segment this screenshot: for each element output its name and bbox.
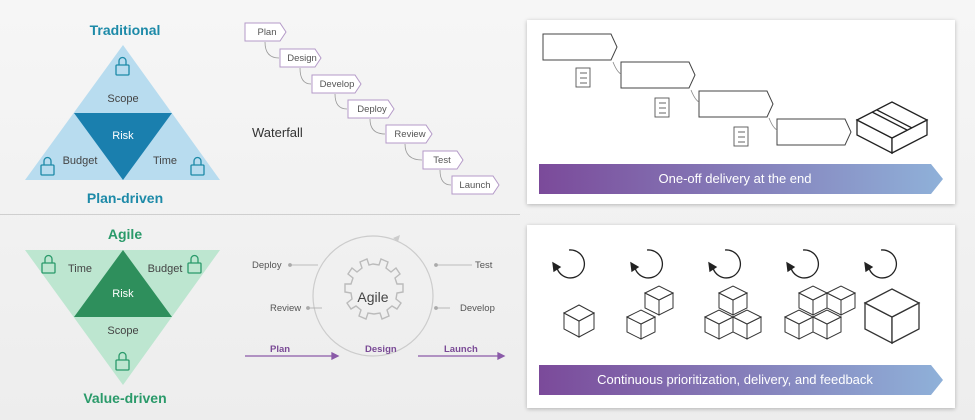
lock-icon-top bbox=[115, 56, 130, 76]
step-review: Review bbox=[394, 129, 426, 140]
iteration-illustration bbox=[552, 249, 921, 345]
waterfall-diagram bbox=[244, 22, 500, 195]
banner-shape bbox=[539, 164, 943, 194]
design-label: Design bbox=[365, 344, 397, 355]
one-off-delivery-banner: One-off delivery at the end bbox=[658, 171, 812, 186]
traditional-title: Traditional bbox=[89, 22, 161, 38]
waterfall-label: Waterfall bbox=[252, 125, 303, 140]
time-label: Time bbox=[152, 155, 178, 167]
traditional-triangle bbox=[25, 45, 220, 180]
risk-label: Risk bbox=[112, 288, 134, 300]
lock-icon-right bbox=[187, 254, 202, 274]
time-label: Time bbox=[67, 263, 93, 275]
agile-title: Agile bbox=[107, 226, 143, 242]
one-off-delivery-panel: One-off delivery at the end bbox=[527, 20, 955, 204]
deploy-label: Deploy bbox=[252, 260, 282, 271]
test-label: Test bbox=[475, 260, 493, 271]
launch-label: Launch bbox=[444, 344, 478, 355]
develop-label: Develop bbox=[460, 303, 495, 314]
budget-label: Budget bbox=[147, 263, 183, 275]
agile-cycle-diagram bbox=[245, 235, 506, 360]
lock-icon-right bbox=[190, 156, 205, 176]
cycle-arrow-icon bbox=[552, 249, 898, 279]
review-label: Review bbox=[270, 303, 302, 314]
value-driven-label: Value-driven bbox=[83, 390, 167, 406]
plan-label: Plan bbox=[270, 344, 291, 355]
agile-triangle bbox=[25, 250, 220, 385]
gear-icon bbox=[344, 258, 404, 320]
risk-label: Risk bbox=[112, 130, 134, 142]
continuous-delivery-banner: Continuous prioritization, delivery, and… bbox=[597, 372, 873, 387]
step-develop: Develop bbox=[319, 79, 355, 90]
banner-shape bbox=[539, 365, 943, 395]
step-launch: Launch bbox=[459, 180, 491, 191]
box-icon bbox=[855, 101, 929, 155]
step-plan: Plan bbox=[257, 27, 277, 38]
step-design: Design bbox=[287, 53, 317, 64]
lock-icon-left bbox=[41, 254, 56, 274]
checklist-icon bbox=[575, 67, 749, 147]
step-deploy: Deploy bbox=[357, 104, 387, 115]
plan-driven-label: Plan-driven bbox=[86, 190, 164, 206]
scope-label: Scope bbox=[107, 325, 139, 337]
continuous-delivery-panel: Continuous prioritization, delivery, and… bbox=[527, 225, 955, 408]
agile-center-label: Agile bbox=[357, 289, 389, 305]
budget-label: Budget bbox=[62, 155, 98, 167]
waterfall-stages-illustration bbox=[542, 33, 929, 155]
lock-icon-left bbox=[40, 156, 55, 176]
scope-label: Scope bbox=[107, 93, 139, 105]
box-stack-icon bbox=[562, 285, 921, 345]
step-test: Test bbox=[433, 155, 451, 166]
lock-icon-bottom bbox=[115, 351, 130, 371]
divider bbox=[0, 214, 520, 215]
